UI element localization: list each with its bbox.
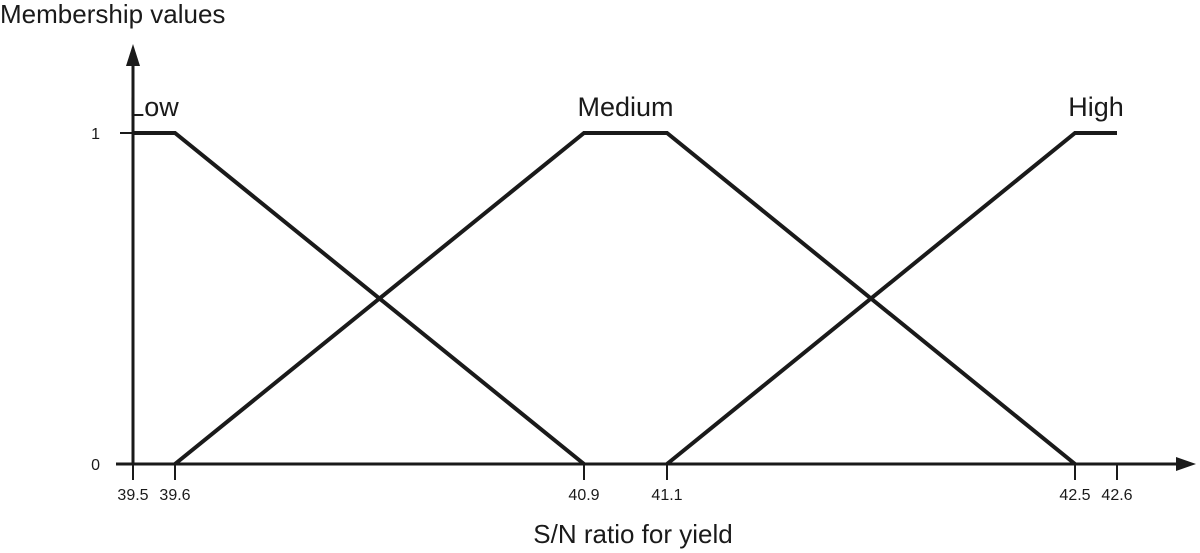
series-line-medium [173,131,1077,466]
y-tick-label: 0 [91,457,100,474]
x-tick-label: 40.9 [568,487,599,504]
y-axis-title: Membership values [0,0,225,29]
series-label-low: Low [129,92,179,122]
series-label-high: High [1068,92,1124,122]
y-tick-label: 1 [91,126,100,143]
x-tick-label: 39.6 [159,487,190,504]
x-ticks: 39.5 39.6 40.9 41.1 42.5 42.6 [117,464,1133,504]
series-line-high [665,131,1117,466]
set-labels: Low Medium High [129,92,1124,122]
y-axis-arrow [126,44,140,66]
x-axis-arrow [1176,457,1196,471]
x-tick-label: 42.5 [1059,487,1090,504]
x-axis [116,457,1196,471]
y-axis [126,44,140,464]
x-tick-label: 39.5 [117,487,148,504]
series-line-low [133,131,586,466]
x-tick-label: 41.1 [651,487,682,504]
x-tick-label: 42.6 [1101,487,1132,504]
series-label-medium: Medium [577,92,673,122]
y-ticks: 01 [91,126,133,474]
x-axis-title: S/N ratio for yield [533,519,732,549]
series-lines [133,131,1117,466]
